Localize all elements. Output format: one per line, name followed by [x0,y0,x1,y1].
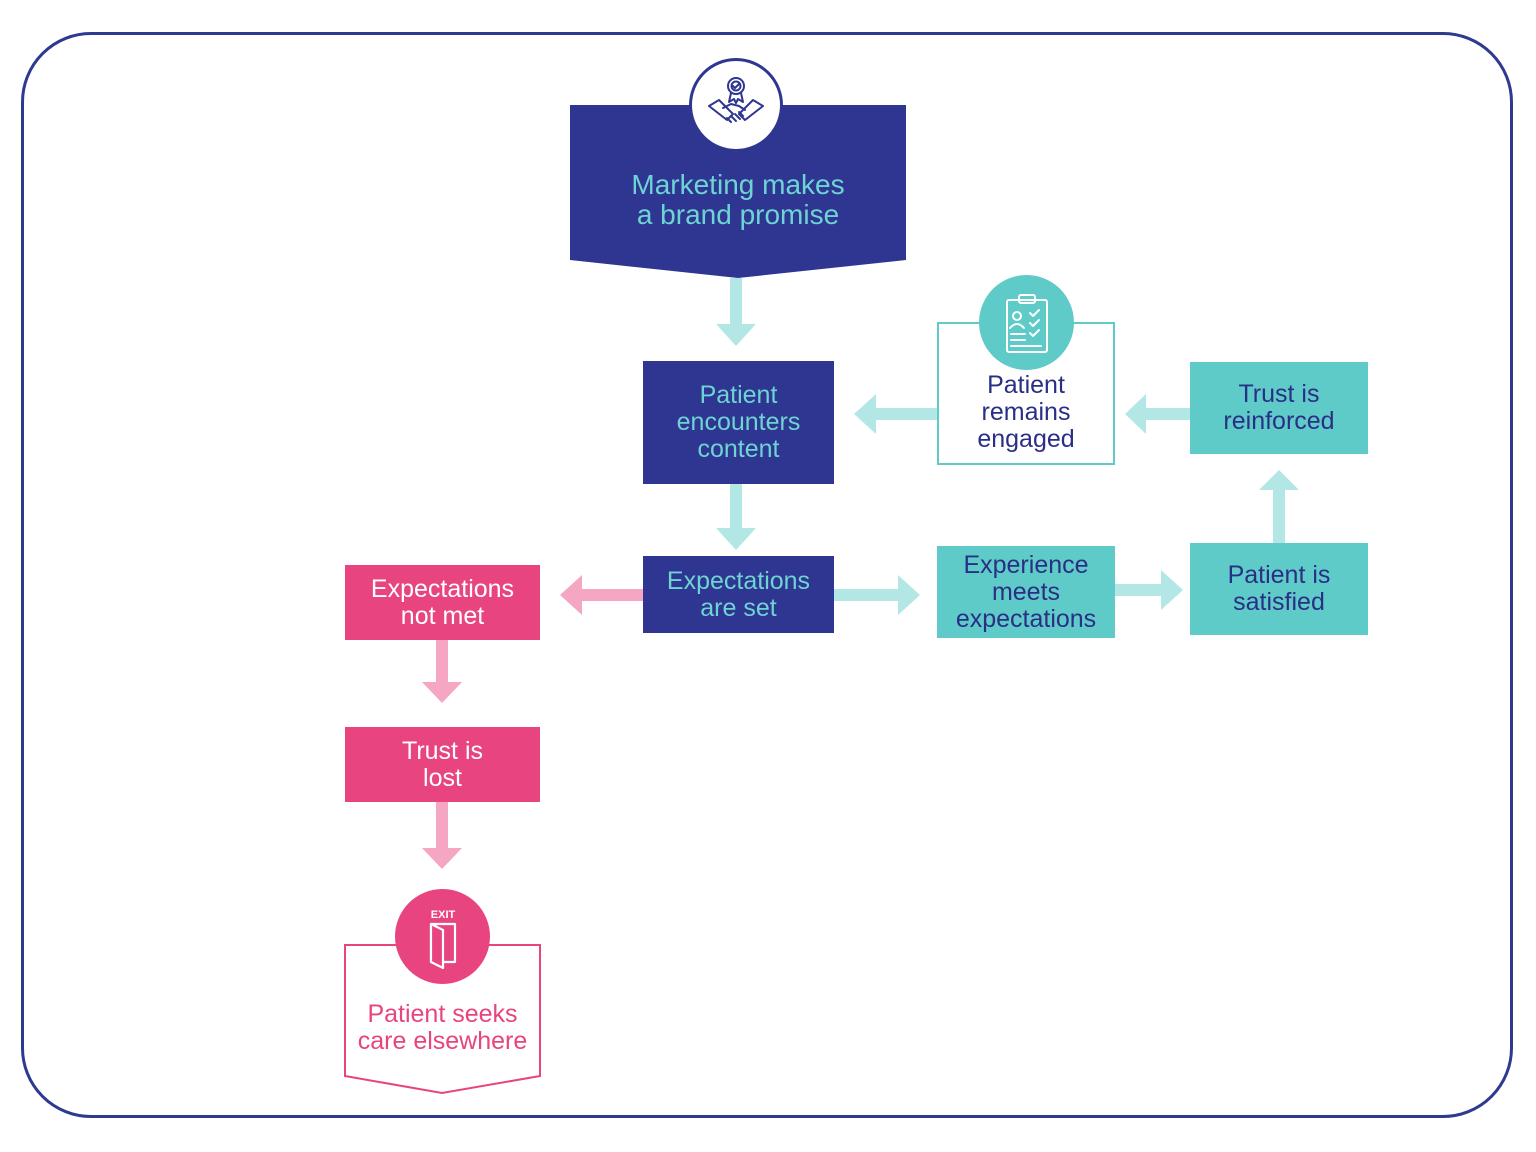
arrow-engaged-to-encounters [854,394,937,434]
not-met-label: Expectations not met [370,574,515,630]
node-encounters-content: Patient encounters content [643,361,834,484]
arrow-promise-to-encounters [716,278,756,346]
expectations-set-label: Expectations are set [666,566,811,622]
arrow-expectations-to-not-met [560,575,643,615]
seeks-elsewhere-label: Patient seeks care elsewhere [357,1000,528,1055]
arrow-trust-lost-to-seeks [422,802,462,869]
node-expectations-not-met: Expectations not met [345,565,540,640]
encounters-label: Patient encounters content [676,381,801,463]
meets-label: Experience meets expectations [955,550,1097,633]
clipboard-checklist-icon [1005,293,1048,353]
reinforced-label: Trust is reinforced [1223,380,1335,435]
arrow-expectations-to-meets [834,575,920,615]
node-patient-satisfied: Patient is satisfied [1190,543,1368,635]
brand-promise-label: Marketing makes a brand promise [631,169,845,230]
seeks-elsewhere-shape [344,944,541,1095]
handshake-award-icon [708,77,764,123]
arrow-encounters-to-expectations [716,484,756,550]
arrow-not-met-to-trust-lost [422,640,462,703]
brand-promise-shape [570,105,906,278]
exit-door-icon: EXIT [429,909,456,969]
arrow-reinforced-to-engaged [1125,394,1190,434]
arrow-satisfied-to-reinforced [1259,470,1299,543]
node-expectations-set: Expectations are set [643,556,834,633]
node-trust-lost: Trust is lost [345,727,540,802]
satisfied-label: Patient is satisfied [1227,561,1331,616]
exit-badge: EXIT [395,889,490,984]
handshake-award-badge [689,58,783,152]
node-experience-meets: Experience meets expectations [937,546,1115,638]
exit-sign-text: EXIT [430,909,455,921]
clipboard-badge [979,275,1074,370]
engaged-label: Patient remains engaged [977,371,1075,453]
node-trust-reinforced: Trust is reinforced [1190,362,1368,454]
diagram-frame [21,32,1513,1118]
arrow-meets-to-satisfied [1115,570,1183,610]
trust-lost-label: Trust is lost [401,736,484,792]
